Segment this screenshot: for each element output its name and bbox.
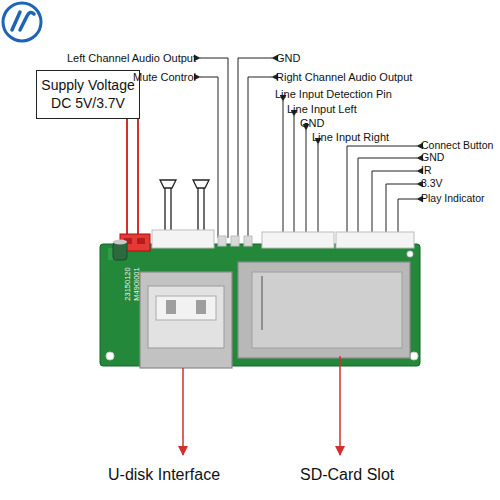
sd-card-slot <box>238 262 410 358</box>
brand-logo <box>12 12 34 30</box>
pin-header <box>152 230 214 248</box>
pin-header <box>262 232 334 248</box>
pin-header <box>218 236 226 246</box>
silkscreen-text: M490I001 <box>133 267 141 300</box>
part-name: U-disk Interface <box>108 466 220 484</box>
pin-name: GND <box>276 52 300 64</box>
speaker-symbol <box>193 180 209 188</box>
pin-name: Left Channel Audio Output <box>67 52 196 64</box>
circuit-board <box>410 352 418 360</box>
speaker-symbol <box>160 180 209 232</box>
pointer-arrow <box>182 368 184 455</box>
silkscreen-text: 23150120 <box>124 267 132 300</box>
circuit-board <box>100 244 420 366</box>
pin-name: Connect Button <box>421 140 493 152</box>
capacitor <box>113 240 127 261</box>
power-wire <box>126 119 128 236</box>
usb-port <box>148 286 224 348</box>
pin-name: Line Input Left <box>287 103 357 115</box>
circuit-board <box>407 251 413 257</box>
leader-line <box>358 158 417 242</box>
pin-name: 3.3V <box>421 178 443 190</box>
box-text: Supply Voltage DC 5V/3.7V <box>37 77 139 112</box>
pointer-arrow <box>183 356 340 455</box>
circuit-board <box>106 352 114 360</box>
usb-port <box>166 300 176 314</box>
usb-port <box>140 272 232 368</box>
usb-port <box>140 272 232 368</box>
circuit-board <box>100 244 420 366</box>
speaker-symbol <box>165 188 204 232</box>
part-name: SD-Card Slot <box>300 466 394 484</box>
leader-line <box>347 146 417 242</box>
leader-line <box>200 58 417 242</box>
sd-card-slot <box>252 272 402 348</box>
power-wire <box>127 119 138 236</box>
sd-card-slot <box>261 276 263 330</box>
brand-logo <box>3 3 41 41</box>
pin-name: Play Indicator <box>421 193 485 205</box>
leader-line <box>306 130 307 242</box>
usb-port <box>156 296 216 320</box>
pin-name: GND <box>300 117 324 129</box>
pin-header <box>152 230 414 248</box>
leader-line <box>372 171 417 242</box>
leader-line <box>318 144 319 242</box>
pin-header <box>231 236 239 246</box>
leader-line <box>283 101 284 242</box>
pin-header <box>336 232 414 248</box>
leader-line <box>200 77 218 238</box>
pin-name: Line Input Right <box>312 131 389 143</box>
leader-line <box>248 77 272 238</box>
capacitor <box>113 242 127 260</box>
leader-line <box>294 116 295 242</box>
label-box: Supply Voltage DC 5V/3.7V <box>36 70 140 119</box>
power-connector <box>137 238 145 244</box>
pin-header <box>244 236 252 246</box>
pin-name: GND <box>421 152 444 164</box>
capacitor <box>113 240 127 245</box>
power-wire <box>137 119 139 236</box>
speaker-symbol <box>160 180 176 188</box>
pin-name: IR <box>421 165 432 177</box>
pointer-arrow <box>339 356 341 455</box>
leader-line <box>238 58 272 238</box>
brand-logo <box>3 3 41 41</box>
pin-name: Right Channel Audio Output <box>276 71 412 83</box>
pin-name: Line Input Detection Pin <box>275 88 392 100</box>
usb-port <box>196 300 206 314</box>
sd-card-slot <box>238 262 410 358</box>
pin-name: Mute Control <box>133 71 196 83</box>
